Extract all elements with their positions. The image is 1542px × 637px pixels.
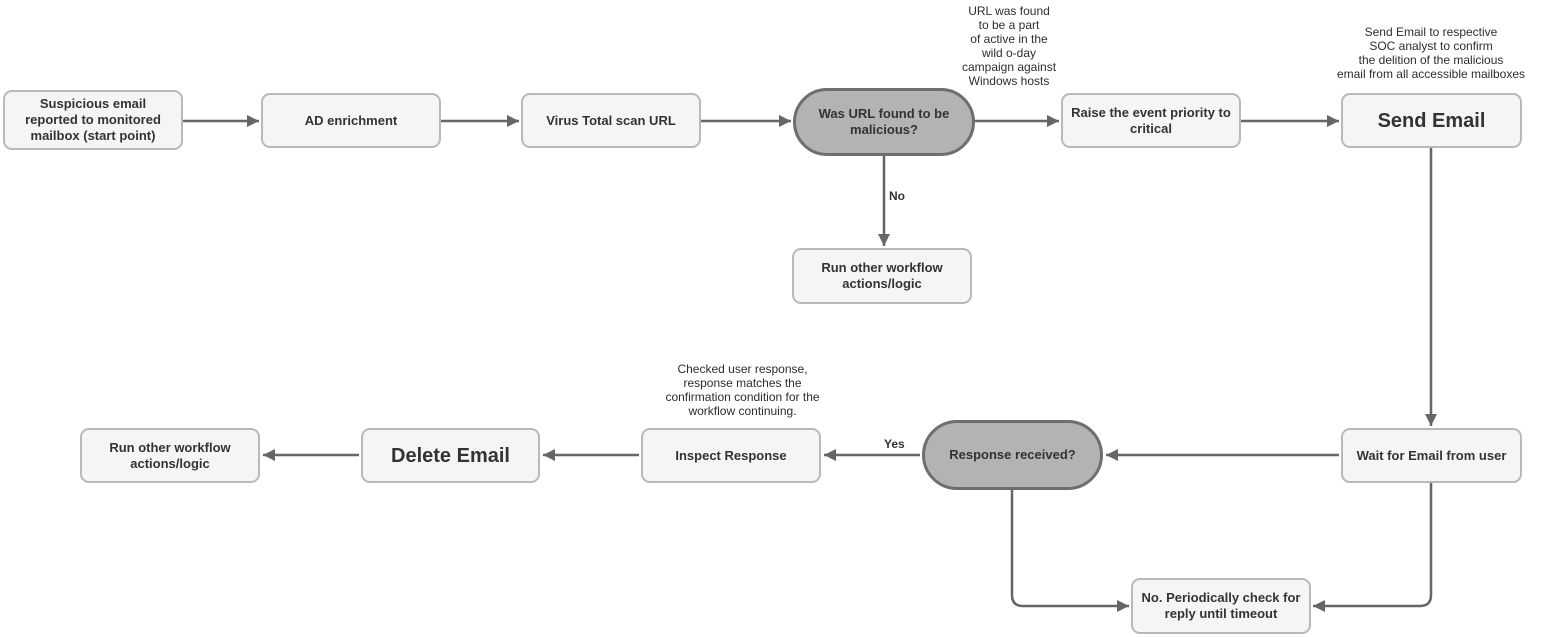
node-inspect-response: Inspect Response [641,428,821,483]
node-delete-email: Delete Email [361,428,540,483]
node-send-email: Send Email [1341,93,1522,148]
node-other-workflow-bottom-label: Run other workflow actions/logic [109,439,231,471]
node-delete-email-label: Delete Email [391,444,510,467]
edge-label-yes: Yes [884,437,905,451]
node-response-received-decision: Response received? [922,420,1103,490]
node-url-malicious-decision: Was URL found to be malicious? [793,88,975,156]
node-raise-priority-label: Raise the event priority to critical [1071,104,1231,136]
node-other-workflow-top-label: Run other workflow actions/logic [821,260,943,291]
annotation-campaign: URL was found to be a part of active in … [961,4,1057,88]
node-send-email-label: Send Email [1377,109,1486,132]
node-other-workflow-top: Run other workflow actions/logic [792,248,972,304]
node-virus-total-label: Virus Total scan URL [546,112,676,128]
node-virus-total: Virus Total scan URL [521,93,701,148]
node-ad-enrichment-label: AD enrichment [304,112,398,128]
edge-wait-to-periodic [1313,483,1433,612]
node-response-received-label: Response received? [949,447,1076,462]
node-wait-email: Wait for Email from user [1341,428,1522,483]
edge-label-no: No [889,189,905,203]
node-url-malicious-label: Was URL found to be malicious? [818,106,950,137]
node-raise-priority: Raise the event priority to critical [1061,93,1241,148]
node-periodic-check: No. Periodically check for reply until t… [1131,578,1311,634]
node-inspect-response-label: Inspect Response [675,447,787,463]
node-wait-email-label: Wait for Email from user [1356,447,1507,463]
node-periodic-check-label: No. Periodically check for reply until t… [1141,590,1301,621]
node-start: Suspicious email reported to monitored m… [3,90,183,150]
node-ad-enrichment: AD enrichment [261,93,441,148]
annotation-send-email-note: Send Email to respective SOC analyst to … [1336,25,1526,81]
annotation-response-note: Checked user response, response matches … [665,362,820,418]
node-start-label: Suspicious email reported to monitored m… [25,96,161,143]
edge-response-no-to-periodic [1010,490,1129,612]
node-other-workflow-bottom: Run other workflow actions/logic [80,428,260,483]
